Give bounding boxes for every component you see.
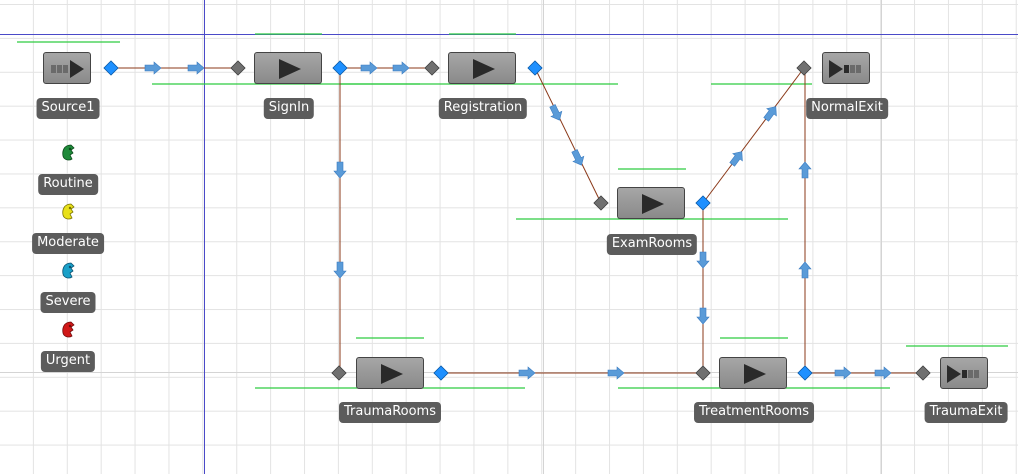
arrow-right-icon (144, 61, 162, 75)
path-links (111, 67, 923, 374)
grid-major-line (881, 0, 882, 474)
registration-label: Registration (438, 98, 528, 119)
output-node-source[interactable] (103, 60, 119, 76)
arrow-right-icon (392, 61, 410, 75)
arrow-down-right-icon (568, 147, 588, 169)
queue-lines (17, 33, 1008, 389)
signin-server-block[interactable] (254, 52, 322, 84)
urgent-label: Urgent (40, 351, 96, 372)
input-node-registration[interactable] (424, 60, 440, 76)
source-icon (51, 60, 84, 78)
traumarooms-label: TraumaRooms (338, 402, 442, 423)
arrow-right-icon (187, 61, 205, 75)
path-exam-normalexit (702, 67, 805, 204)
arrow-down-icon (696, 251, 710, 269)
output-node-examrooms[interactable] (695, 195, 711, 211)
arrow-up-icon (798, 261, 812, 279)
severe-entity-icon[interactable] (59, 261, 77, 281)
output-node-traumarooms[interactable] (433, 365, 449, 381)
arrow-down-icon (333, 161, 347, 179)
normalexit-sink-block[interactable] (822, 52, 870, 84)
traumarooms-server-block[interactable] (356, 357, 424, 389)
arrow-down-icon (696, 307, 710, 325)
play-icon (279, 59, 301, 79)
sink-icon (829, 60, 861, 78)
play-icon (381, 364, 403, 384)
input-node-normalexit[interactable] (796, 60, 812, 76)
input-node-treatmentrooms[interactable] (695, 365, 711, 381)
y-axis-line (204, 0, 205, 474)
severe-label: Severe (40, 292, 96, 313)
input-node-examrooms[interactable] (593, 195, 609, 211)
signin-label: SignIn (263, 98, 315, 119)
output-node-signin[interactable] (332, 60, 348, 76)
input-node-signin[interactable] (230, 60, 246, 76)
moderate-entity-icon[interactable] (59, 202, 77, 222)
registration-server-block[interactable] (448, 52, 516, 84)
arrow-up-icon (798, 161, 812, 179)
arrow-right-icon (518, 366, 536, 380)
examrooms-server-block[interactable] (617, 187, 685, 219)
output-node-registration[interactable] (527, 60, 543, 76)
traumaexit-label: TraumaExit (924, 402, 1008, 423)
arrow-right-icon (874, 366, 892, 380)
treatmentrooms-label: TreatmentRooms (694, 402, 814, 423)
sink-icon (947, 365, 979, 383)
play-icon (642, 194, 664, 214)
treatmentrooms-server-block[interactable] (719, 357, 787, 389)
arrow-down-icon (333, 261, 347, 279)
urgent-entity-icon[interactable] (59, 320, 77, 340)
routine-label: Routine (38, 174, 98, 195)
arrow-right-icon (360, 61, 378, 75)
output-node-treatmentrooms[interactable] (797, 365, 813, 381)
grid-major-line (543, 0, 544, 474)
source-label: Source1 (36, 98, 100, 119)
path-registration-exam (534, 67, 602, 204)
input-node-traumarooms[interactable] (331, 365, 347, 381)
input-node-traumaexit[interactable] (915, 365, 931, 381)
arrow-right-icon (834, 366, 852, 380)
routine-entity-icon[interactable] (59, 143, 77, 163)
normalexit-label: NormalExit (806, 98, 888, 119)
traumaexit-sink-block[interactable] (940, 357, 988, 389)
moderate-label: Moderate (32, 233, 104, 254)
play-icon (473, 59, 495, 79)
arrow-down-right-icon (546, 102, 566, 124)
arrow-up-right-icon (727, 147, 747, 169)
examrooms-label: ExamRooms (606, 234, 698, 255)
arrow-right-icon (607, 366, 625, 380)
source-block[interactable] (43, 52, 91, 84)
play-icon (744, 364, 766, 384)
arrow-up-right-icon (761, 102, 781, 124)
